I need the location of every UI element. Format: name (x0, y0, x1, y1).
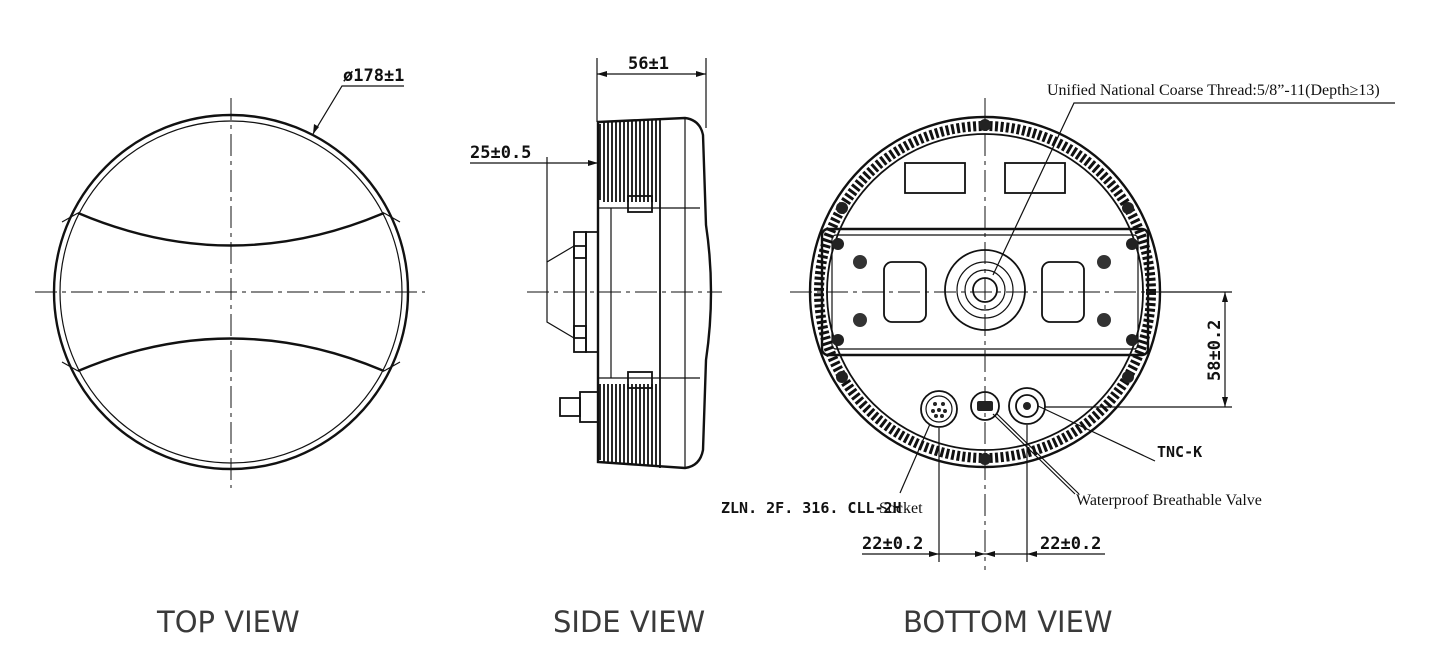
top-view-label: TOP VIEW (156, 605, 300, 639)
thread-hole (972, 277, 998, 303)
diameter-leader (312, 85, 404, 135)
offset-dimension: 25±0.5 (470, 143, 531, 163)
bottom-view: Unified National Coarse Thread:5/8”-11(D… (721, 82, 1395, 570)
height-arrow-r (696, 71, 706, 77)
valve-connector (970, 391, 1000, 421)
socket-connector (920, 390, 958, 428)
thread-boss-outer (944, 249, 1026, 331)
ring-screws (836, 119, 1134, 465)
top-upper-tab-r (383, 212, 401, 223)
side-connector (579, 391, 599, 423)
plate-screws (832, 238, 1138, 346)
tnc-leader (1037, 405, 1156, 462)
valve-callout: Waterproof Breathable Valve (1076, 492, 1262, 509)
thread-callout: Unified National Coarse Thread:5/8”-11(D… (1047, 82, 1380, 99)
vertical-arrow-b (1222, 397, 1228, 407)
height-dimension: 56±1 (628, 54, 669, 74)
socket-code: ZLN. 2F. 316. CLL-2H (721, 499, 902, 517)
top-view: ø178±1 (35, 66, 425, 488)
plate-slot-right (1041, 261, 1085, 323)
top-lower-tab-l (61, 361, 79, 372)
thread-boss-mid (956, 261, 1014, 319)
top-upper-tab-l (61, 212, 79, 223)
side-body-outline (596, 116, 713, 470)
mount-plate-outer (820, 227, 1150, 357)
height-arrow-l (597, 71, 607, 77)
mount-plate-inner (831, 234, 1139, 350)
top-lower-curve (77, 337, 385, 373)
side-view-label: SIDE VIEW (553, 605, 705, 639)
socket-word: Socket (879, 500, 923, 517)
side-mount-stub (573, 231, 598, 353)
spacing-left-dimension: 22±0.2 (862, 534, 923, 554)
vertical-arrow-t (1222, 292, 1228, 302)
label-window-right (1004, 162, 1066, 194)
plate-slot-left (883, 261, 927, 323)
offset-arrow-r (588, 160, 598, 166)
spacing-arrow-1 (929, 551, 939, 557)
diameter-arrow (313, 124, 319, 134)
side-fins-upper (599, 119, 657, 202)
side-clip-lower (627, 371, 653, 389)
spacing-arrow-2 (975, 551, 985, 557)
valve-leader-2 (996, 413, 1080, 495)
tnc-connector (1008, 387, 1046, 425)
spacing-arrow-4 (1027, 551, 1037, 557)
side-mount-tab-upper (573, 231, 587, 259)
thread-leader (992, 102, 1395, 276)
spacing-right-dimension: 22±0.2 (1040, 534, 1101, 554)
socket-leader (899, 423, 931, 494)
side-fins-lower (599, 384, 657, 465)
spacing-arrow-3 (985, 551, 995, 557)
side-connector-tip (559, 397, 581, 417)
side-view: 56±1 25±0.5 (470, 54, 722, 470)
bottom-view-label: BOTTOM VIEW (903, 605, 1113, 639)
thread-boss-ring (964, 269, 1006, 311)
top-lower-tab-r (383, 361, 401, 372)
vertical-dimension: 58±0.2 (1205, 320, 1225, 381)
side-clip-upper (627, 195, 653, 213)
valve-leader (992, 413, 1076, 495)
tnc-callout: TNC-K (1157, 443, 1202, 461)
label-window-left (904, 162, 966, 194)
side-mount-tab-lower (573, 325, 587, 353)
top-upper-curve (77, 211, 385, 247)
side-mount-taper (546, 245, 575, 339)
diameter-dimension: ø178±1 (343, 66, 404, 86)
